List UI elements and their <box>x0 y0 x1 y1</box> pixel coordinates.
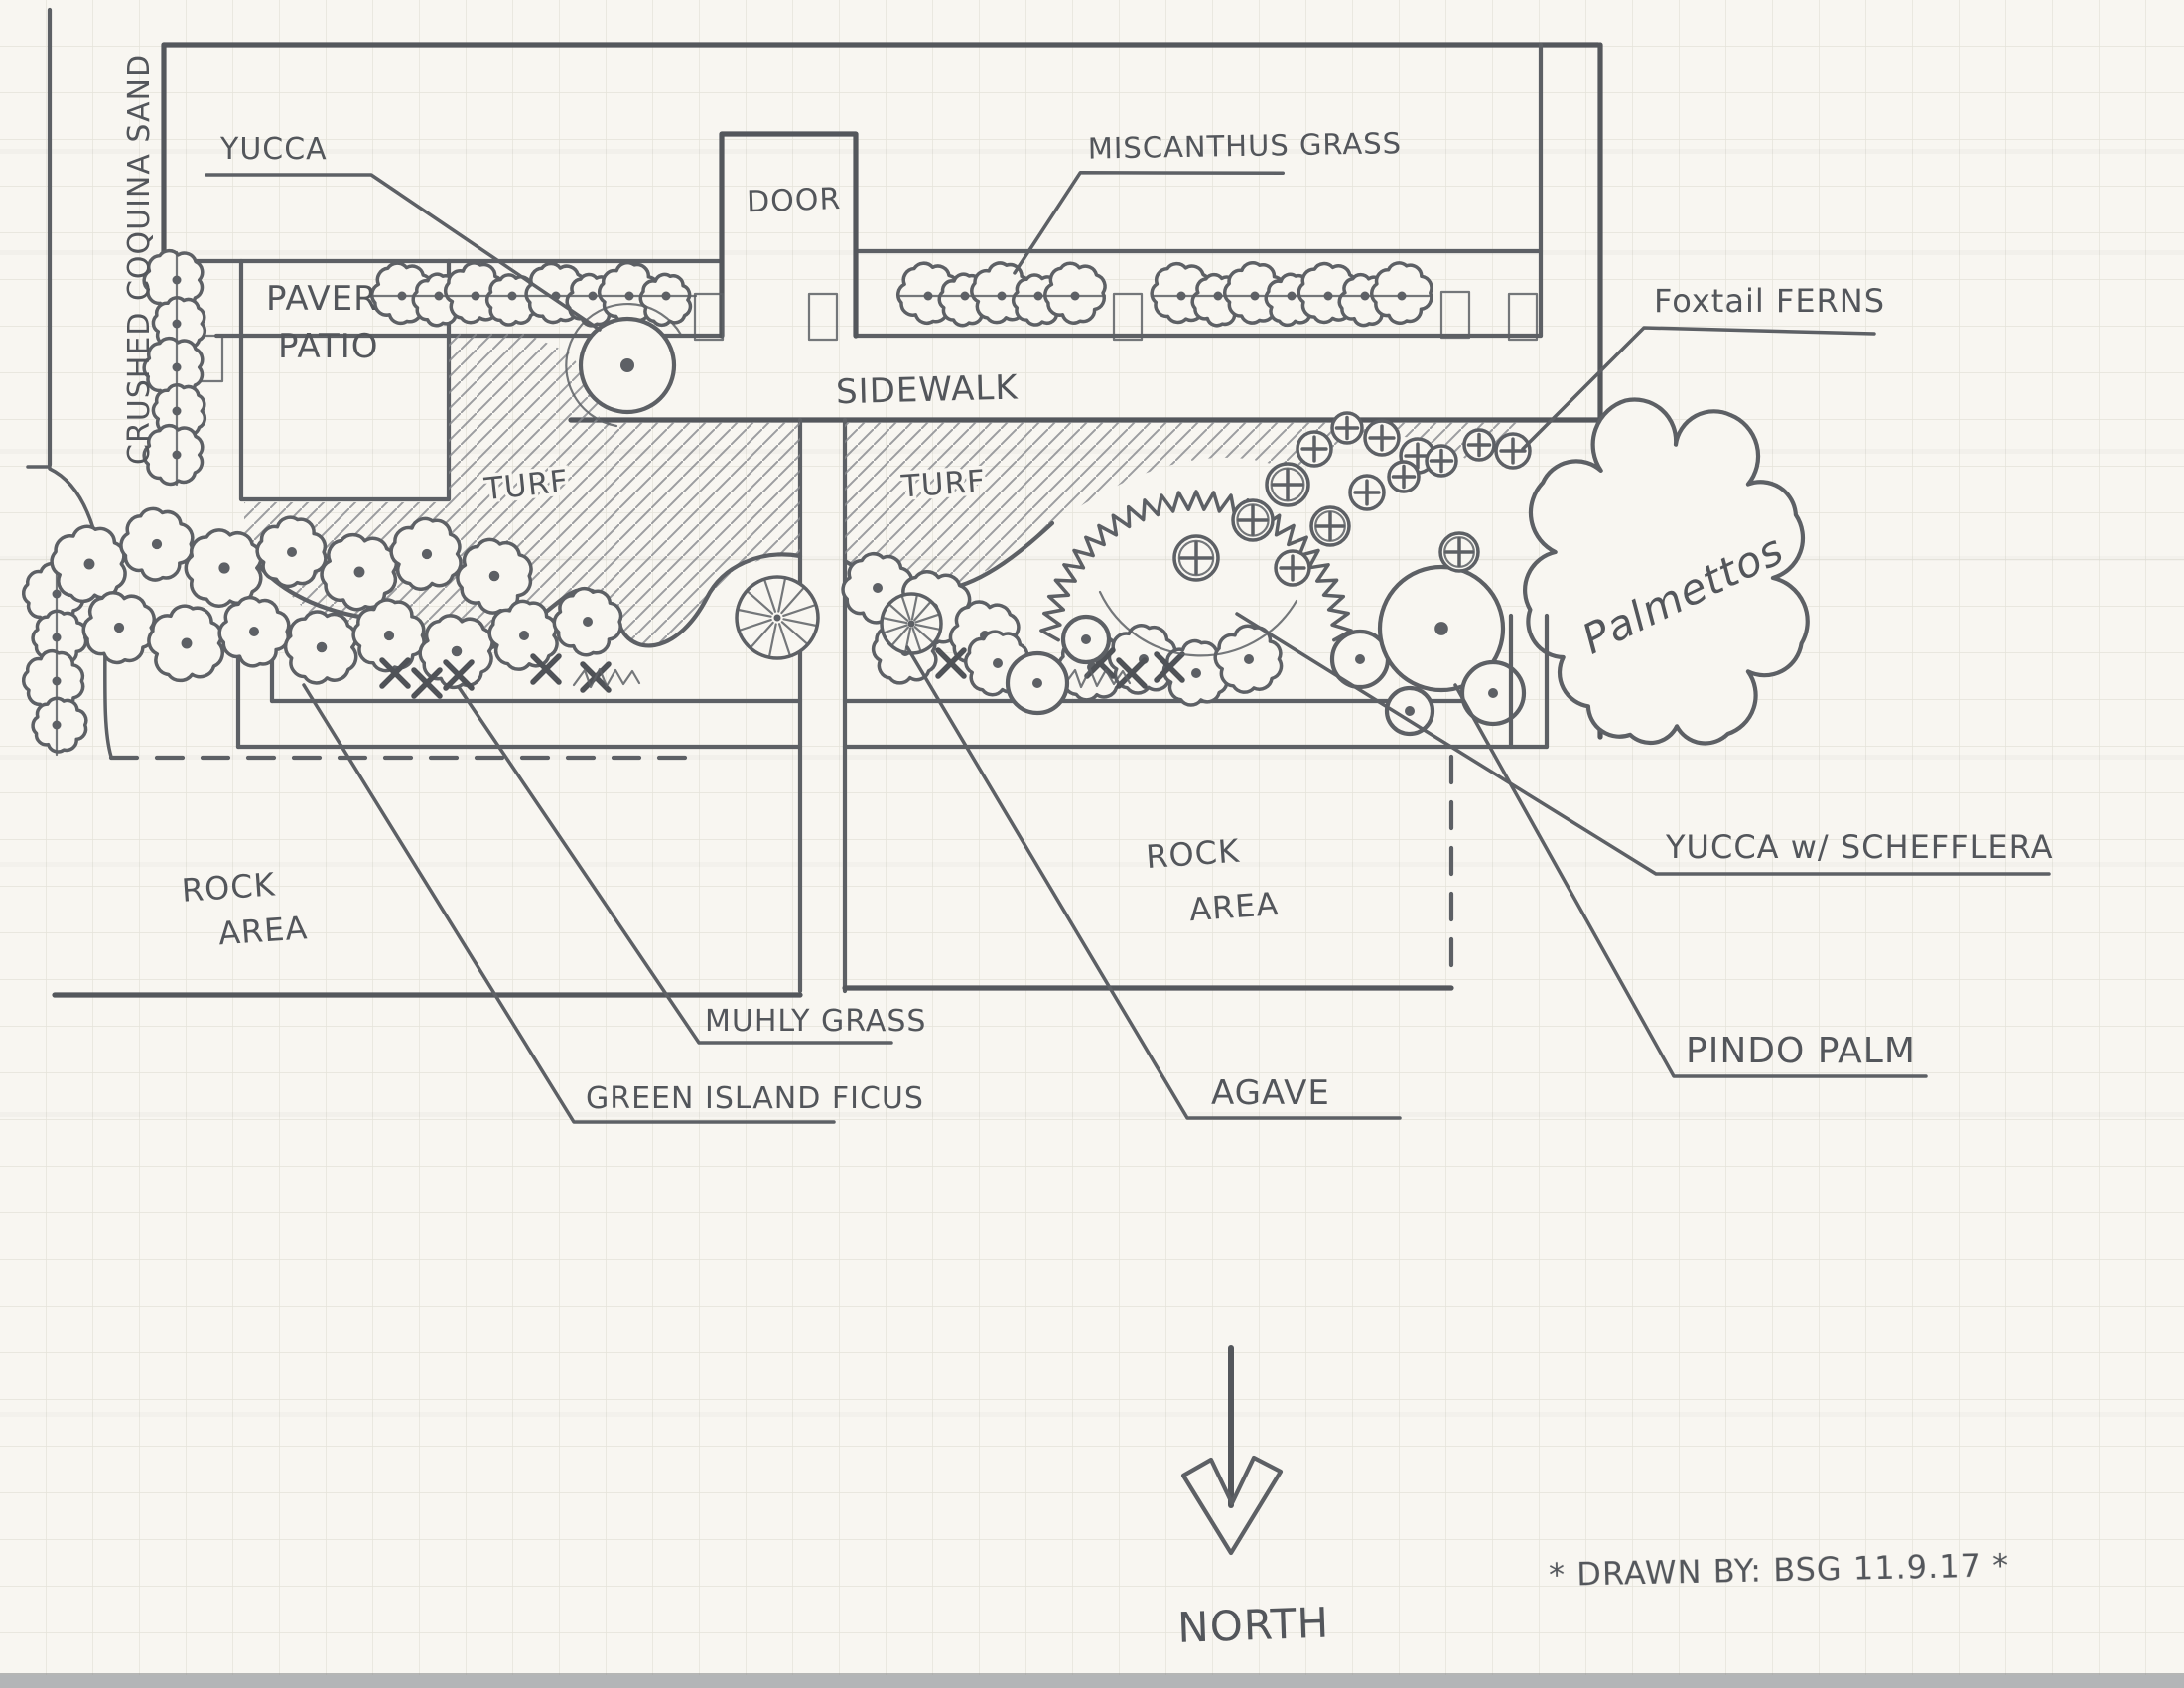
miscanthus-grass-plantings <box>370 260 1433 328</box>
pindo-leader-line <box>1453 683 1928 1078</box>
bed-corner-east <box>1508 613 1550 750</box>
label-agave: AGAVE <box>905 645 1402 1120</box>
muhly-grass-label: MUHLY GRASS <box>705 1004 926 1039</box>
area-label: AREA <box>1188 885 1281 928</box>
sidewalk-label: SIDEWALK <box>836 367 1020 412</box>
door-outline <box>719 131 859 339</box>
agave-leader-line <box>905 645 1402 1120</box>
green-island-ficus-label: GREEN ISLAND FICUS <box>586 1081 924 1116</box>
yucca-leader-line <box>205 173 602 332</box>
label-green-island-ficus: GREEN ISLAND FICUS <box>302 683 924 1124</box>
label-muhly-grass: MUHLY GRASS <box>457 685 926 1045</box>
yucca-label: YUCCA <box>219 132 328 167</box>
coquina-sand-grass-chains <box>21 248 207 757</box>
pindo-palm-circles <box>1005 564 1527 737</box>
ficus-leader-line <box>302 683 836 1124</box>
street-line <box>52 985 1454 998</box>
agave-symbols <box>735 575 943 660</box>
north-arrow-head <box>1180 1455 1284 1556</box>
plant-symbols <box>21 248 1810 757</box>
miscanthus-grass-label: MISCANTHUS GRASS <box>1088 126 1403 166</box>
scan-edge <box>0 1675 2184 1688</box>
north-label: NORTH <box>1176 1599 1329 1652</box>
rock-area-label-west: ROCK AREA <box>181 865 310 952</box>
foxtail-ferns-label: Foxtail FERNS <box>1654 282 1885 320</box>
label-yucca-w-schefflera: YUCCA w/ SCHEFFLERA <box>1235 612 2053 876</box>
crushed-coquina-sand-label: CRUSHED COQUINA SAND <box>122 54 157 465</box>
foxtail-fern-symbols <box>1172 411 1532 587</box>
muhly-leader-line <box>457 685 893 1045</box>
yucca-symbol <box>565 302 683 428</box>
label-pindo-palm: PINDO PALM <box>1453 683 1928 1078</box>
bed-corner-verticals <box>1508 613 1550 750</box>
area-label: AREA <box>217 909 310 952</box>
door-label: DOOR <box>746 182 841 219</box>
foxtail-leader-line <box>1521 326 1876 451</box>
label-yucca: YUCCA <box>205 132 602 332</box>
pindo-palm-label: PINDO PALM <box>1686 1031 1916 1071</box>
turf-area-east <box>845 422 1519 592</box>
schefflera-bed-zigzag <box>1039 490 1353 657</box>
label-miscanthus-grass: MISCANTHUS GRASS <box>1013 126 1403 275</box>
turf-label-east: TURF <box>899 464 987 505</box>
yucca-w-schefflera-label: YUCCA w/ SCHEFFLERA <box>1665 828 2053 866</box>
rock-label: ROCK <box>181 865 277 910</box>
rock-area-label-east: ROCK AREA <box>1145 832 1281 929</box>
palmetto-cloud <box>1523 397 1810 746</box>
paver-label: PAVER <box>266 279 378 319</box>
label-paver-patio: PAVER PATIO <box>266 279 379 366</box>
north-arrow: NORTH <box>1176 1345 1330 1652</box>
miscanthus-leader-line <box>1013 171 1286 275</box>
agave-label: AGAVE <box>1211 1073 1330 1113</box>
rock-label: ROCK <box>1145 832 1241 877</box>
yucca-schefflera-leader-line <box>1235 612 2051 876</box>
label-foxtail-ferns: Foxtail FERNS <box>1521 282 1885 451</box>
patio-label: PATIO <box>278 327 379 366</box>
muhly-grass-x-marks <box>379 647 1185 699</box>
